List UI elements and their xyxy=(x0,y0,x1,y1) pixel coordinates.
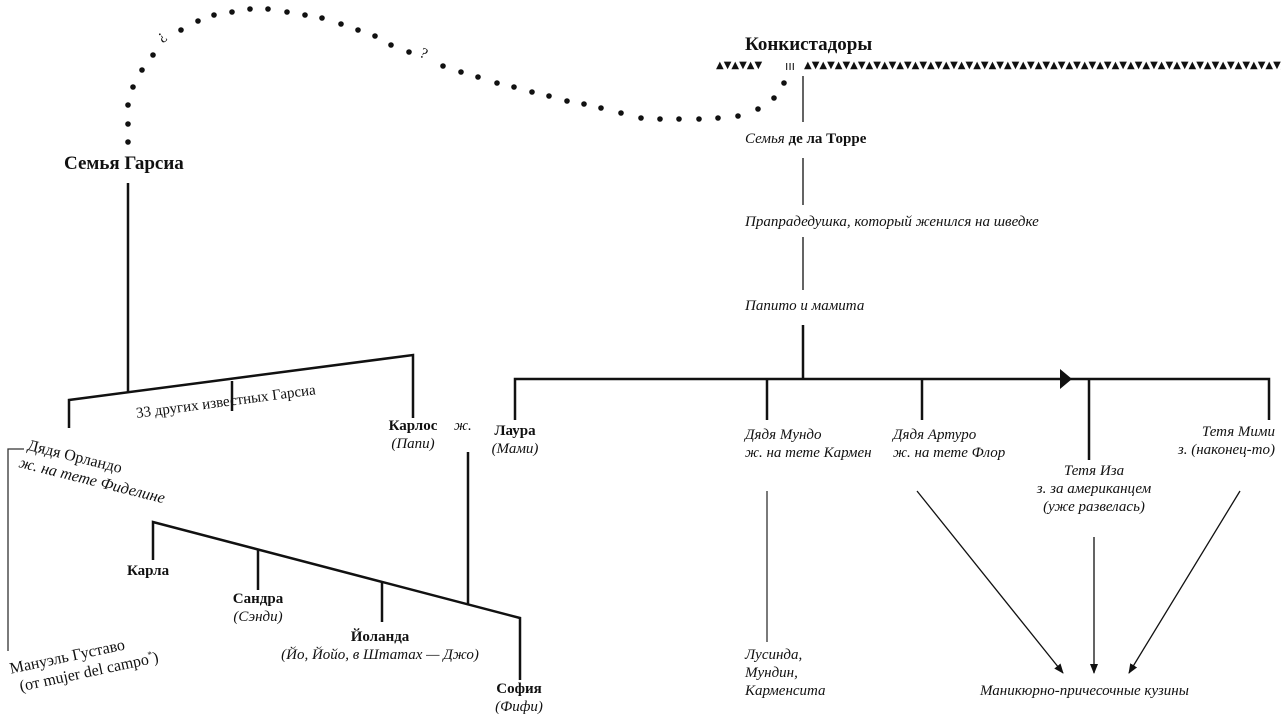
curve-dot xyxy=(546,93,552,99)
aunt-mimi-name: Тетя Мими xyxy=(1201,424,1275,440)
sofia-nickname: (Фифи) xyxy=(495,699,543,715)
curve-dot xyxy=(781,80,787,86)
child-yolanda: Йоланда (Йо, Йойо, в Штатах — Джо) xyxy=(260,628,500,664)
curve-dot xyxy=(284,9,290,15)
curve-dot xyxy=(755,106,761,112)
child-sandra: Сандра (Сэнди) xyxy=(220,590,296,626)
curve-dot xyxy=(125,121,131,127)
carlos-node: Карлос (Папи) xyxy=(380,417,446,453)
curve-dot xyxy=(494,80,500,86)
curve-dot xyxy=(139,67,145,73)
uncle-mundo: Дядя Мундо ж. на тете Кармен xyxy=(745,426,872,462)
manuel-bracket-line xyxy=(7,448,24,651)
children-line xyxy=(151,520,522,680)
curve-dot xyxy=(388,42,394,48)
sandra-name: Сандра xyxy=(232,591,284,607)
curve-dot xyxy=(178,27,184,33)
curve-dot xyxy=(150,52,156,58)
curve-dot xyxy=(657,116,663,122)
mundo-child-3: Карменсита xyxy=(745,683,826,699)
child-sofia: София (Фифи) xyxy=(480,680,558,716)
aunt-iza: Тетя Иза з. за американцем (уже развелас… xyxy=(1004,462,1184,516)
conquistador-border-marks: ııı xyxy=(785,59,796,73)
mundo-child-2: Мундин, xyxy=(745,665,798,681)
yolanda-nickname: (Йо, Йойо, в Штатах — Джо) xyxy=(281,647,479,663)
curve-dot xyxy=(247,6,253,12)
laura-node: Лаура (Мами) xyxy=(480,422,550,458)
mundo-child-1: Лусинда, xyxy=(745,647,803,663)
conquistadors-title: Конкистадоры xyxy=(745,34,873,55)
laura-nickname: (Мами) xyxy=(491,441,539,457)
sofia-name: София xyxy=(496,681,542,697)
timeline-arrowhead xyxy=(1060,369,1072,389)
uncle-arturo: Дядя Артуро ж. на тете Флор xyxy=(893,426,1005,462)
yolanda-name: Йоланда xyxy=(350,629,410,645)
curve-dot xyxy=(130,84,136,90)
uncle-arturo-name: Дядя Артуро xyxy=(893,427,977,443)
aunt-mimi-spouse: з. (наконец-то) xyxy=(1177,442,1275,458)
curve-dot xyxy=(355,27,361,33)
garcia-generation-line xyxy=(67,353,415,428)
curve-dot xyxy=(771,95,777,101)
mundo-children: Лусинда, Мундин, Карменсита xyxy=(745,646,826,700)
torre-generation-line xyxy=(513,377,1271,420)
curve-dot xyxy=(302,12,308,18)
aunt-iza-name: Тетя Иза xyxy=(1063,463,1125,479)
garcia-family-title: Семья Гарсиа xyxy=(64,153,184,174)
arturo-arrow xyxy=(916,490,1064,674)
conquistador-border-left: ▲▼▲▼▲▼ xyxy=(716,60,763,71)
curve-dot xyxy=(564,98,570,104)
uncle-mundo-name: Дядя Мундо xyxy=(745,427,822,443)
curve-dot xyxy=(372,33,378,39)
carlos-nickname: (Папи) xyxy=(391,436,435,452)
carlos-married-label: ж. xyxy=(454,418,472,434)
child-carla: Карла xyxy=(127,563,170,579)
curve-dot xyxy=(440,63,446,69)
laura-name: Лаура xyxy=(494,423,536,439)
curve-dot xyxy=(618,110,624,116)
curve-dot xyxy=(125,139,131,145)
curve-dot xyxy=(211,12,217,18)
sandra-nickname: (Сэнди) xyxy=(233,609,283,625)
curve-dot xyxy=(229,9,235,15)
aunt-mimi: Тетя Мими з. (наконец-то) xyxy=(1160,423,1275,459)
curve-dot xyxy=(338,21,344,27)
curve-dot xyxy=(195,18,201,24)
curve-dot xyxy=(511,84,517,90)
uncle-mundo-spouse: ж. на тете Кармен xyxy=(745,445,872,461)
de-la-torre-family: Семья де ла Торре xyxy=(745,130,866,148)
dotted-connection-curve xyxy=(125,6,787,145)
curve-dot xyxy=(125,102,131,108)
aunt-iza-note: (уже развелась) xyxy=(1043,499,1145,515)
curve-dot xyxy=(265,6,271,12)
conquistador-border-right: ▲▼▲▼▲▼▲▼▲▼▲▼▲▼▲▼▲▼▲▼▲▼▲▼▲▼▲▼▲▼▲▼▲▼▲▼▲▼▲▼… xyxy=(804,60,1281,71)
carlos-name: Карлос xyxy=(388,418,438,434)
curve-dot xyxy=(581,101,587,107)
grandparents: Папито и мамита xyxy=(745,298,865,314)
uncle-arturo-spouse: ж. на тете Флор xyxy=(893,445,1006,461)
curve-dot xyxy=(638,115,644,121)
mimi-arrow xyxy=(1128,490,1241,674)
aunt-iza-spouse: з. за американцем xyxy=(1036,481,1152,497)
curve-dot xyxy=(676,116,682,122)
great-grandfather: Прапрадедушка, который женился на шведке xyxy=(745,214,1039,230)
curve-dot xyxy=(529,89,535,95)
curve-dot xyxy=(458,69,464,75)
curve-dot xyxy=(598,105,604,111)
curve-dot xyxy=(696,116,702,122)
cousins-label: Маникюрно-причесочные кузины xyxy=(980,683,1189,699)
curve-dot xyxy=(735,113,741,119)
curve-dot xyxy=(406,49,412,55)
curve-dot xyxy=(715,115,721,121)
de-la-torre-prefix: Семья xyxy=(745,131,785,147)
curve-dot xyxy=(319,15,325,21)
de-la-torre-name: де ла Торре xyxy=(788,131,867,147)
curve-dot xyxy=(475,74,481,80)
